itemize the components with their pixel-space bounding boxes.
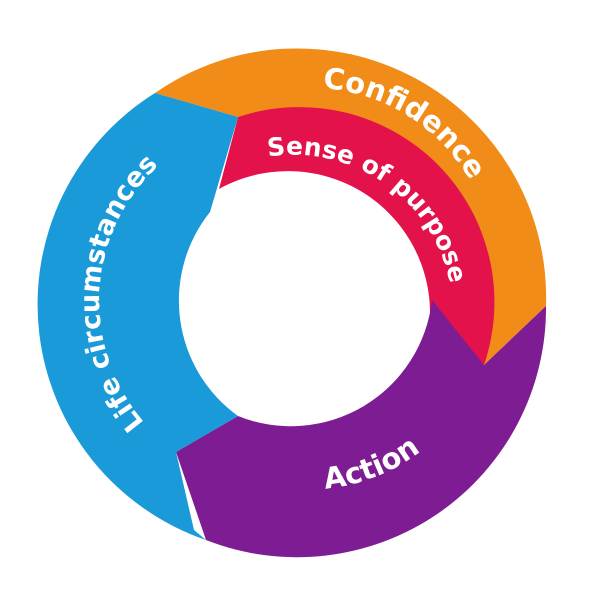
segment-confidence <box>155 48 547 365</box>
segment-sense-of-purpose <box>219 107 495 366</box>
segment-action <box>176 300 547 558</box>
segment-life-circumstances <box>37 93 238 540</box>
